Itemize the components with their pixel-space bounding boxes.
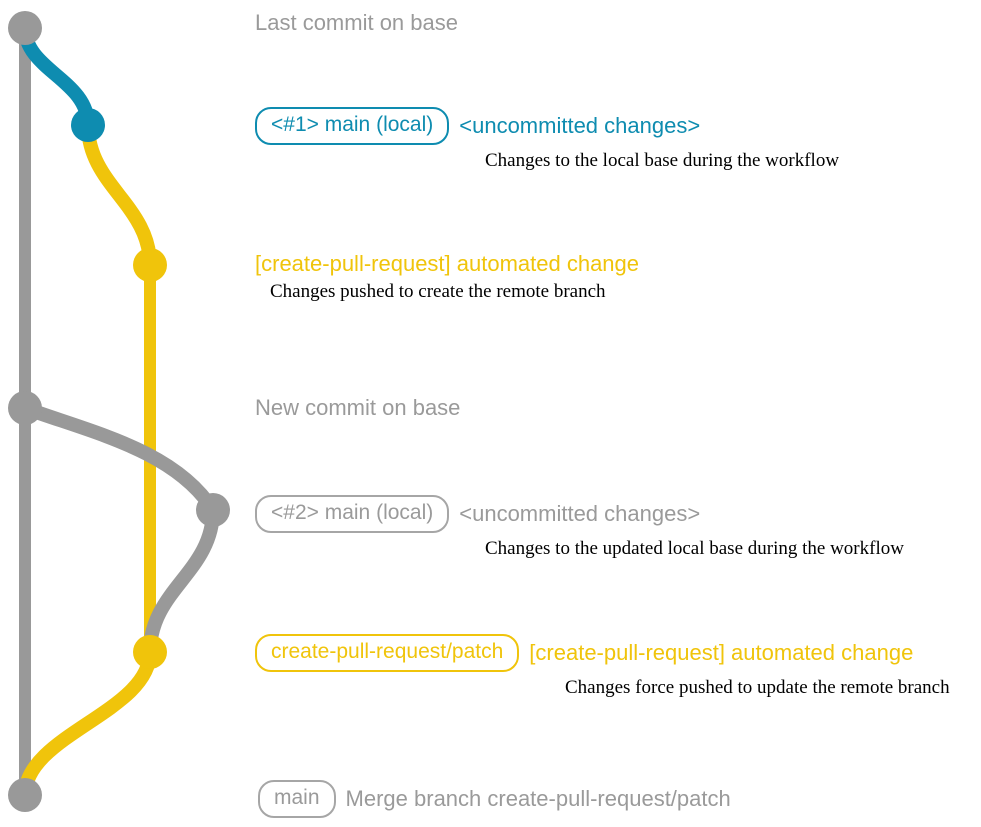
- commit-node-base-last[interactable]: [8, 11, 42, 45]
- commit-note: Changes to the updated local base during…: [485, 537, 904, 559]
- commit-note: Changes force pushed to update the remot…: [565, 676, 950, 698]
- graph-nodes: [8, 11, 230, 812]
- commit-row-remote-automated-1: [create-pull-request] automated change C…: [255, 251, 640, 303]
- commit-row-remote-automated-2: create-pull-request/patch [create-pull-re…: [255, 634, 950, 699]
- commit-row-last-commit-on-base: Last commit on base: [255, 10, 458, 35]
- commit-node-local-1[interactable]: [71, 108, 105, 142]
- commit-note: Changes to the local base during the wor…: [485, 149, 840, 171]
- commit-subject: Last commit on base: [255, 10, 458, 35]
- branch-pill-main[interactable]: main: [258, 780, 336, 818]
- commit-subject: New commit on base: [255, 395, 461, 420]
- commit-node-remote-2[interactable]: [133, 635, 167, 669]
- commit-node-remote-1[interactable]: [133, 248, 167, 282]
- commit-subject: <uncommitted changes>: [459, 500, 701, 526]
- edge-basenew-to-local2: [18, 401, 220, 517]
- commit-subject: Merge branch create-pull-request/patch: [345, 785, 731, 811]
- commit-subject: [create-pull-request] automated change: [255, 251, 640, 276]
- commit-note: Changes pushed to create the remote bran…: [270, 281, 606, 303]
- commit-node-base-new[interactable]: [8, 391, 42, 425]
- edge-local1-to-remote1: [81, 118, 157, 272]
- branch-pill-create-pull-request-patch[interactable]: create-pull-request/patch: [255, 634, 520, 672]
- edge-local2-to-remote2: [143, 503, 220, 659]
- commit-subject: [create-pull-request] automated change: [529, 639, 914, 665]
- commit-node-base-merged[interactable]: [8, 778, 42, 812]
- commit-row-local-uncommitted-2: <#2> main (local) <uncommitted changes> C…: [255, 495, 904, 560]
- commit-row-merge-commit: main Merge branch create-pull-request/pat…: [258, 780, 731, 818]
- commit-row-local-uncommitted-1: <#1> main (local) <uncommitted changes> C…: [255, 107, 839, 172]
- commit-node-local-2[interactable]: [196, 493, 230, 527]
- branch-pill-main-local-2[interactable]: <#2> main (local): [255, 495, 450, 533]
- commit-row-new-commit-on-base: New commit on base: [255, 395, 461, 420]
- edge-remote2-to-merge: [18, 645, 157, 802]
- commit-subject: <uncommitted changes>: [459, 112, 701, 138]
- branch-pill-main-local-1[interactable]: <#1> main (local): [255, 107, 450, 145]
